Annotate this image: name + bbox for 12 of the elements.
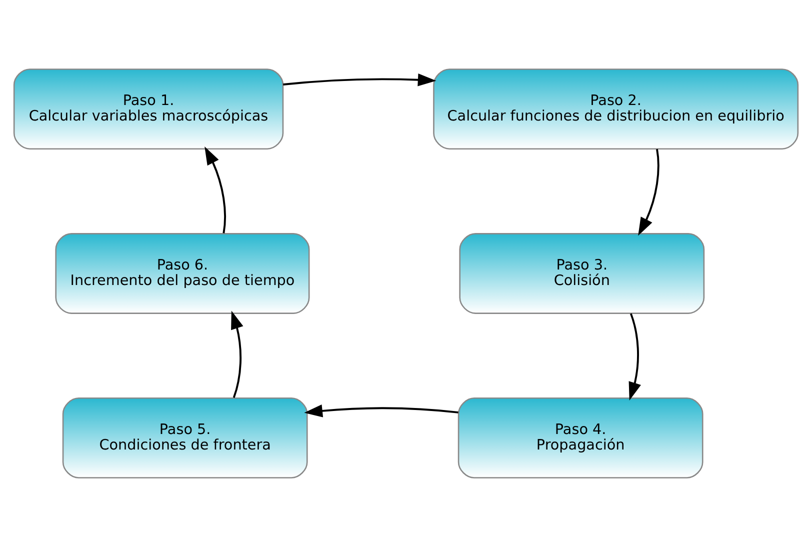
arrow [204,146,226,234]
node-box: Paso 6. Incremento del paso de tiempo [55,233,310,314]
node-box: Paso 2. Calcular funciones de distribucion en equilibrio [433,68,799,150]
arrow [283,73,436,86]
node-box: Paso 1. Calcular variables macroscópicas [13,68,284,150]
arrow [628,313,641,400]
arrow [304,404,458,418]
arrow [231,310,244,398]
node-box: Paso 4. Propagación [458,398,704,478]
arrow [638,148,660,236]
node-box: Paso 3. Colisión [459,233,705,314]
node-box: Paso 5. Condiciones de frontera [62,398,308,478]
